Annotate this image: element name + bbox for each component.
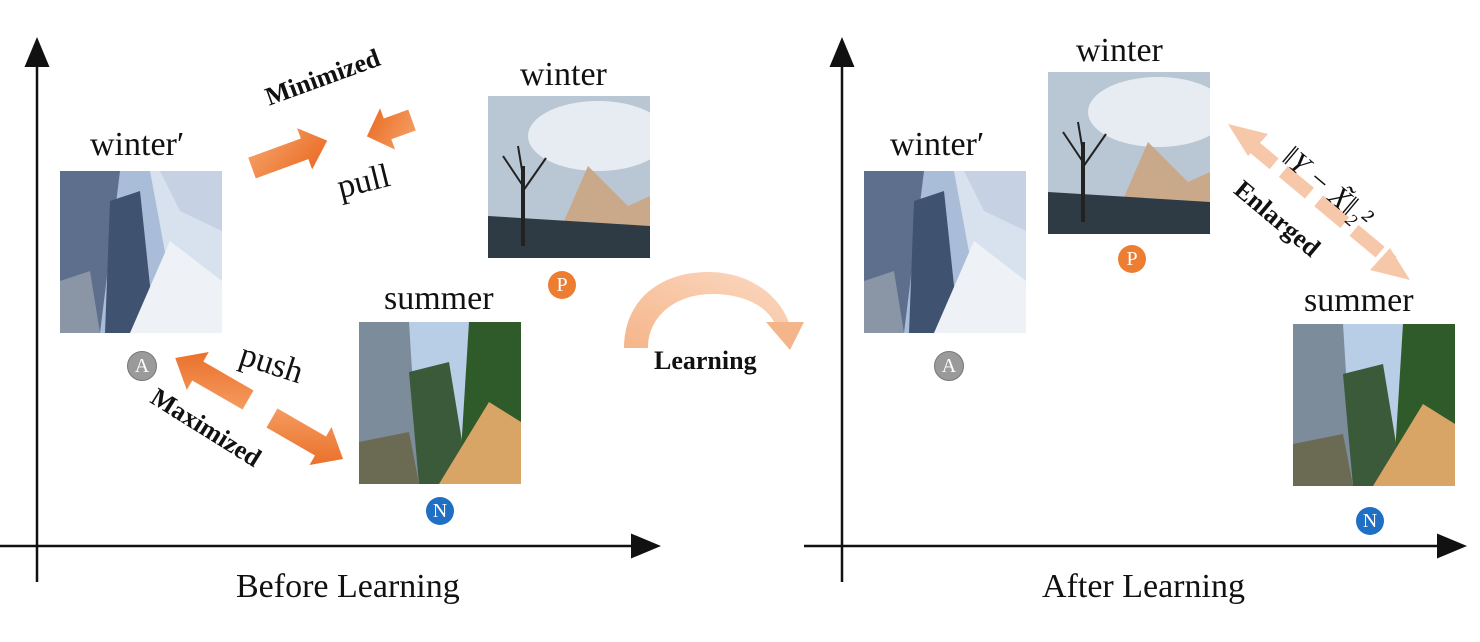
- minimized-arrow-right: [248, 128, 328, 179]
- negative-badge-before: N: [426, 497, 454, 525]
- maximized-arrow-down: [266, 408, 344, 466]
- enlarged-double-arrow: [1228, 124, 1410, 280]
- learning-label: Learning: [654, 346, 757, 375]
- summer-image-after: [1293, 324, 1455, 486]
- before-learning-title: Before Learning: [236, 568, 460, 605]
- minimized-arrow-left: [366, 108, 416, 150]
- winter-image-before: [488, 96, 650, 258]
- winter-prime-image-after: [864, 171, 1026, 333]
- negative-badge-after: N: [1356, 507, 1384, 535]
- after-learning-title: After Learning: [1042, 568, 1245, 605]
- summer-label-after: summer: [1304, 282, 1414, 319]
- winter-prime-label-after: winter′: [890, 126, 985, 163]
- anchor-badge-after: A: [934, 351, 964, 381]
- anchor-badge-before: A: [127, 351, 157, 381]
- positive-badge-after: P: [1118, 245, 1146, 273]
- learning-curved-arrow: [624, 272, 804, 350]
- summer-label-before: summer: [384, 280, 494, 317]
- winter-prime-label-before: winter′: [90, 126, 185, 163]
- summer-image-before: [359, 322, 521, 484]
- winter-label-before: winter: [520, 56, 607, 93]
- winter-label-after: winter: [1076, 32, 1163, 69]
- winter-image-after: [1048, 72, 1210, 234]
- maximized-arrow-up: [175, 351, 254, 410]
- winter-prime-image-before: [60, 171, 222, 333]
- positive-badge-before: P: [548, 271, 576, 299]
